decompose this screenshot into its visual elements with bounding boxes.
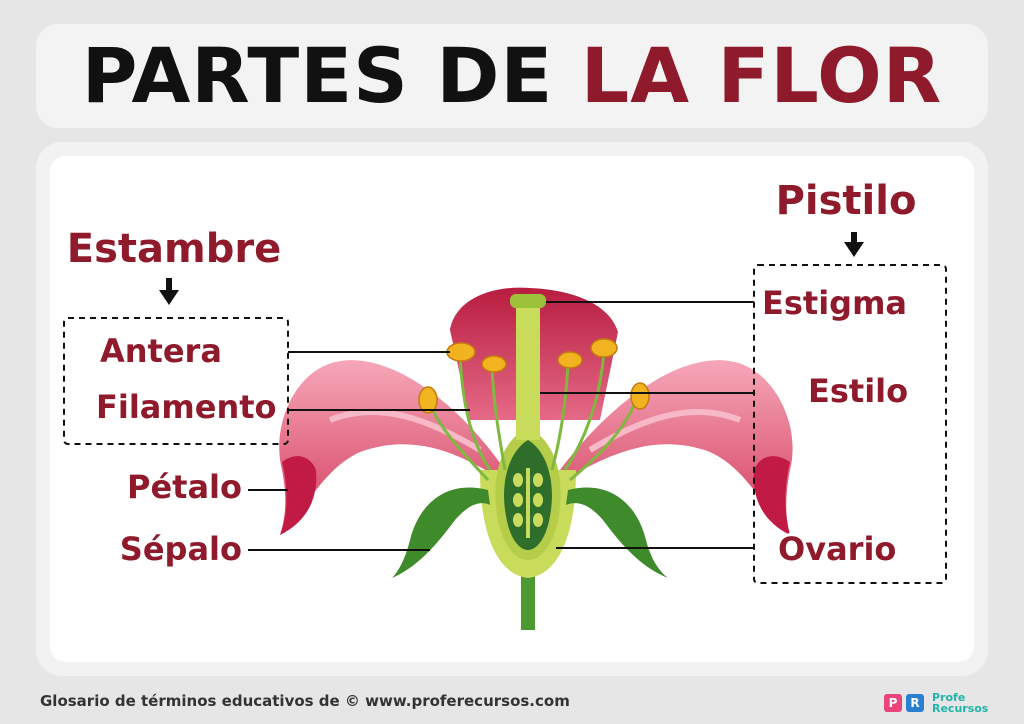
stamen-group-box xyxy=(63,317,289,445)
anthers xyxy=(418,338,650,414)
ovary-label: Ovario xyxy=(778,530,896,568)
title-part-dark: PARTES DE xyxy=(81,31,554,120)
left-petal-tip xyxy=(280,456,317,535)
petal-fold-left xyxy=(328,409,482,453)
right-sepal xyxy=(566,487,668,578)
right-petal xyxy=(560,360,793,535)
brand-logo: P R Profe Recursos xyxy=(884,688,1004,718)
left-sepal xyxy=(392,487,490,578)
petal-fold-right xyxy=(588,409,742,453)
filaments xyxy=(426,351,640,482)
flower-illustration xyxy=(279,287,793,630)
stamen-heading: Estambre xyxy=(67,226,281,272)
anther-label: Antera xyxy=(100,332,222,370)
title-banner: PARTES DE LA FLOR xyxy=(36,24,988,128)
brand-name-line1: Profe xyxy=(932,691,966,704)
pistil-group-box xyxy=(753,264,947,584)
sepal-label: Sépalo xyxy=(120,530,242,568)
style-label: Estilo xyxy=(808,372,908,410)
brand-mark-p: P xyxy=(884,694,902,712)
stigma xyxy=(510,294,546,308)
ovules xyxy=(513,468,543,538)
footer-credit: Glosario de términos educativos de © www… xyxy=(40,692,570,710)
stamen-arrow-icon xyxy=(159,278,179,305)
pistil-heading: Pistilo xyxy=(776,178,917,224)
brand-mark-r: R xyxy=(906,694,924,712)
stem xyxy=(521,560,535,630)
left-petal xyxy=(279,360,505,535)
brand-name-line2: Recursos xyxy=(932,702,989,715)
page-title: PARTES DE LA FLOR xyxy=(82,38,943,114)
title-part-accent: LA FLOR xyxy=(580,31,943,120)
filament-label: Filamento xyxy=(96,388,277,426)
stigma-label: Estigma xyxy=(762,284,907,322)
pistil-arrow-icon xyxy=(844,232,864,257)
right-petal-tip xyxy=(753,456,790,535)
brand-name: Profe Recursos xyxy=(932,692,988,714)
style xyxy=(516,300,540,440)
petal-label: Pétalo xyxy=(127,468,242,506)
